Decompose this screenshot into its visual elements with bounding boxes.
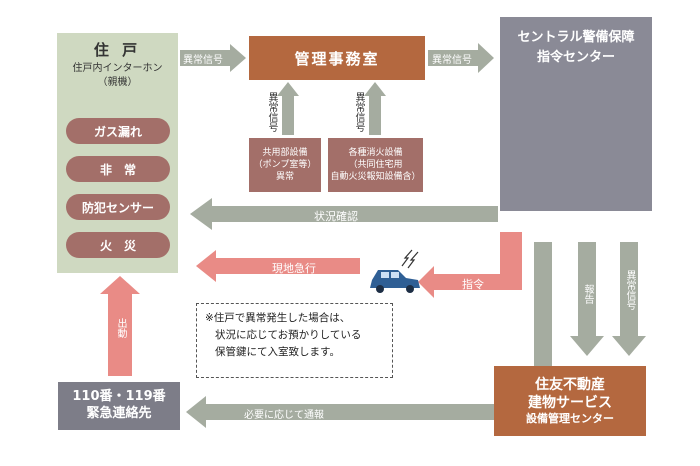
sumitomo-line1: 住友不動産 xyxy=(535,376,605,393)
security-sensor-item: 防犯センサー xyxy=(66,194,170,220)
label-command: 指令 xyxy=(462,278,484,291)
sumitomo-line2: 建物サービス xyxy=(528,394,612,411)
arrow-report xyxy=(570,242,604,356)
arrow-residence-to-office xyxy=(180,44,246,72)
label-abnormal-signal-3: 異常信号 xyxy=(266,92,277,132)
arrow-command xyxy=(418,232,522,298)
label-abnormal-signal-4: 異常信号 xyxy=(353,92,364,132)
arrow-office-to-central xyxy=(428,43,494,73)
patrol-car-icon xyxy=(370,249,420,293)
management-office-box: 管理事務室 xyxy=(249,36,425,80)
label-dispatch: 出動 xyxy=(115,318,126,338)
central-title-line2: 指令センター xyxy=(536,50,615,65)
fire-item: 火 災 xyxy=(66,232,170,258)
arrow-dispatch xyxy=(100,276,140,376)
central-title-line1: セントラル警備保障 xyxy=(517,30,635,45)
common-equipment-box: 共用部設備 （ポンプ室等） 異常 xyxy=(249,138,321,192)
central-security-box xyxy=(500,17,652,211)
note-line2: 状況に応じてお預かりしている xyxy=(215,328,362,341)
label-notify-if-needed: 必要に応じて通報 xyxy=(244,410,324,421)
fire-equipment-line2: （共同住宅用 xyxy=(348,159,403,170)
entry-note: ※住戸で異常発生した場合は、 状況に応じてお預かりしている 保管鍵にて入室致しま… xyxy=(196,303,393,378)
residence-master-unit-label: （親機） xyxy=(97,77,138,88)
fire-equipment-box: 各種消火設備 （共同住宅用 自動火災報知設備含） xyxy=(328,138,423,192)
emergency-contact-box: 110番・119番 緊急連絡先 xyxy=(58,382,180,430)
common-equipment-line3: 異常 xyxy=(275,172,294,183)
residence-intercom-label: 住戸内インターホン xyxy=(72,63,163,74)
common-equipment-line1: 共用部設備 xyxy=(262,147,308,158)
arrow-rush-to-site xyxy=(196,250,360,282)
arrow-fire-to-office xyxy=(364,82,386,135)
label-status-check: 状況確認 xyxy=(314,210,358,223)
residence-title: 住 戸 xyxy=(93,41,142,59)
arrow-status-check xyxy=(190,198,498,230)
gas-leak-item: ガス漏れ xyxy=(66,118,170,144)
note-line3: 保管鍵にて入室致します。 xyxy=(215,345,340,358)
emergency-line1: 110番・119番 xyxy=(72,389,166,405)
emergency-item: 非 常 xyxy=(66,156,170,182)
note-line1: ※住戸で異常発生した場合は、 xyxy=(205,312,351,324)
fire-equipment-line1: 各種消火設備 xyxy=(348,147,403,158)
emergency-line2: 緊急連絡先 xyxy=(86,406,152,421)
label-rush-to-site: 現地急行 xyxy=(272,262,316,275)
label-abnormal-signal-5: 異常信号 xyxy=(624,270,635,310)
label-abnormal-signal-2: 異常信号 xyxy=(432,55,472,66)
label-report: 報告 xyxy=(582,284,593,304)
arrow-common-to-office xyxy=(277,82,299,135)
label-abnormal-signal-1: 異常信号 xyxy=(183,55,223,66)
sumitomo-facility-box: 住友不動産 建物サービス 設備管理センター xyxy=(494,366,646,436)
sumitomo-line3: 設備管理センター xyxy=(526,412,614,426)
fire-equipment-line3: 自動火災報知設備含） xyxy=(330,172,421,183)
common-equipment-line2: （ポンプ室等） xyxy=(253,159,317,170)
arrow-abnormal-signal-sumitomo xyxy=(612,242,646,356)
